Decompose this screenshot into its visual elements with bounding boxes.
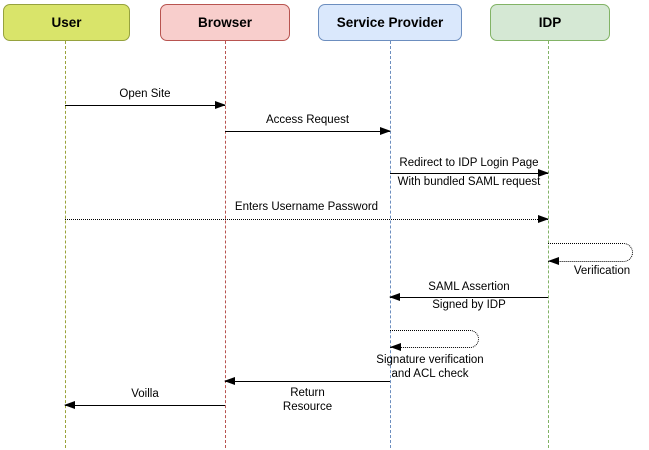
message-label-open-site: Open Site	[119, 88, 171, 100]
message-label-verification: Verification	[573, 265, 631, 277]
actor-label-idp: IDP	[538, 15, 562, 30]
arrowhead-right-icon	[538, 215, 549, 223]
actor-box-idp: IDP	[490, 4, 610, 41]
message-arrow-voilla	[64, 401, 225, 409]
self-loop-verification	[548, 243, 633, 262]
message-arrow-open-site	[65, 101, 226, 109]
message-label-saml-assertion: SAML Assertion	[428, 281, 510, 293]
message-sublabel-redirect-idp-login: With bundled SAML request	[397, 176, 541, 188]
message-label-return-resource: Return Resource	[282, 387, 333, 413]
arrowhead-right-icon	[538, 169, 549, 177]
message-label-signature-verification: Signature verification and ACL check	[376, 354, 484, 380]
actor-label-user: User	[51, 15, 82, 30]
message-arrow-enters-credentials	[65, 215, 549, 223]
message-sublabel-saml-assertion: Signed by IDP	[432, 299, 506, 311]
arrowhead-left-icon	[389, 293, 400, 301]
arrowhead-right-icon	[380, 127, 391, 135]
arrowhead-left-icon	[548, 257, 559, 265]
arrowhead-left-icon	[64, 401, 75, 409]
lifeline-browser	[225, 41, 226, 448]
message-arrow-return-resource	[224, 377, 390, 385]
actor-box-user: User	[3, 4, 130, 41]
lifeline-user	[65, 41, 66, 448]
message-arrow-access-request	[225, 127, 391, 135]
message-arrow-saml-assertion	[389, 293, 548, 301]
actor-box-browser: Browser	[160, 4, 290, 41]
lifeline-service-provider	[390, 41, 391, 448]
message-label-voilla: Voilla	[131, 388, 159, 400]
actor-label-browser: Browser	[197, 15, 253, 30]
message-label-enters-credentials: Enters Username Password	[234, 201, 379, 213]
message-arrow-redirect-idp-login	[390, 169, 549, 177]
arrowhead-left-icon	[390, 343, 401, 351]
actor-label-service-provider: Service Provider	[336, 15, 444, 30]
self-loop-signature-verification	[390, 330, 479, 348]
message-label-redirect-idp-login: Redirect to IDP Login Page	[399, 157, 539, 169]
arrowhead-left-icon	[224, 377, 235, 385]
arrowhead-right-icon	[215, 101, 226, 109]
actor-box-service-provider: Service Provider	[318, 4, 462, 41]
message-label-access-request: Access Request	[265, 114, 350, 126]
